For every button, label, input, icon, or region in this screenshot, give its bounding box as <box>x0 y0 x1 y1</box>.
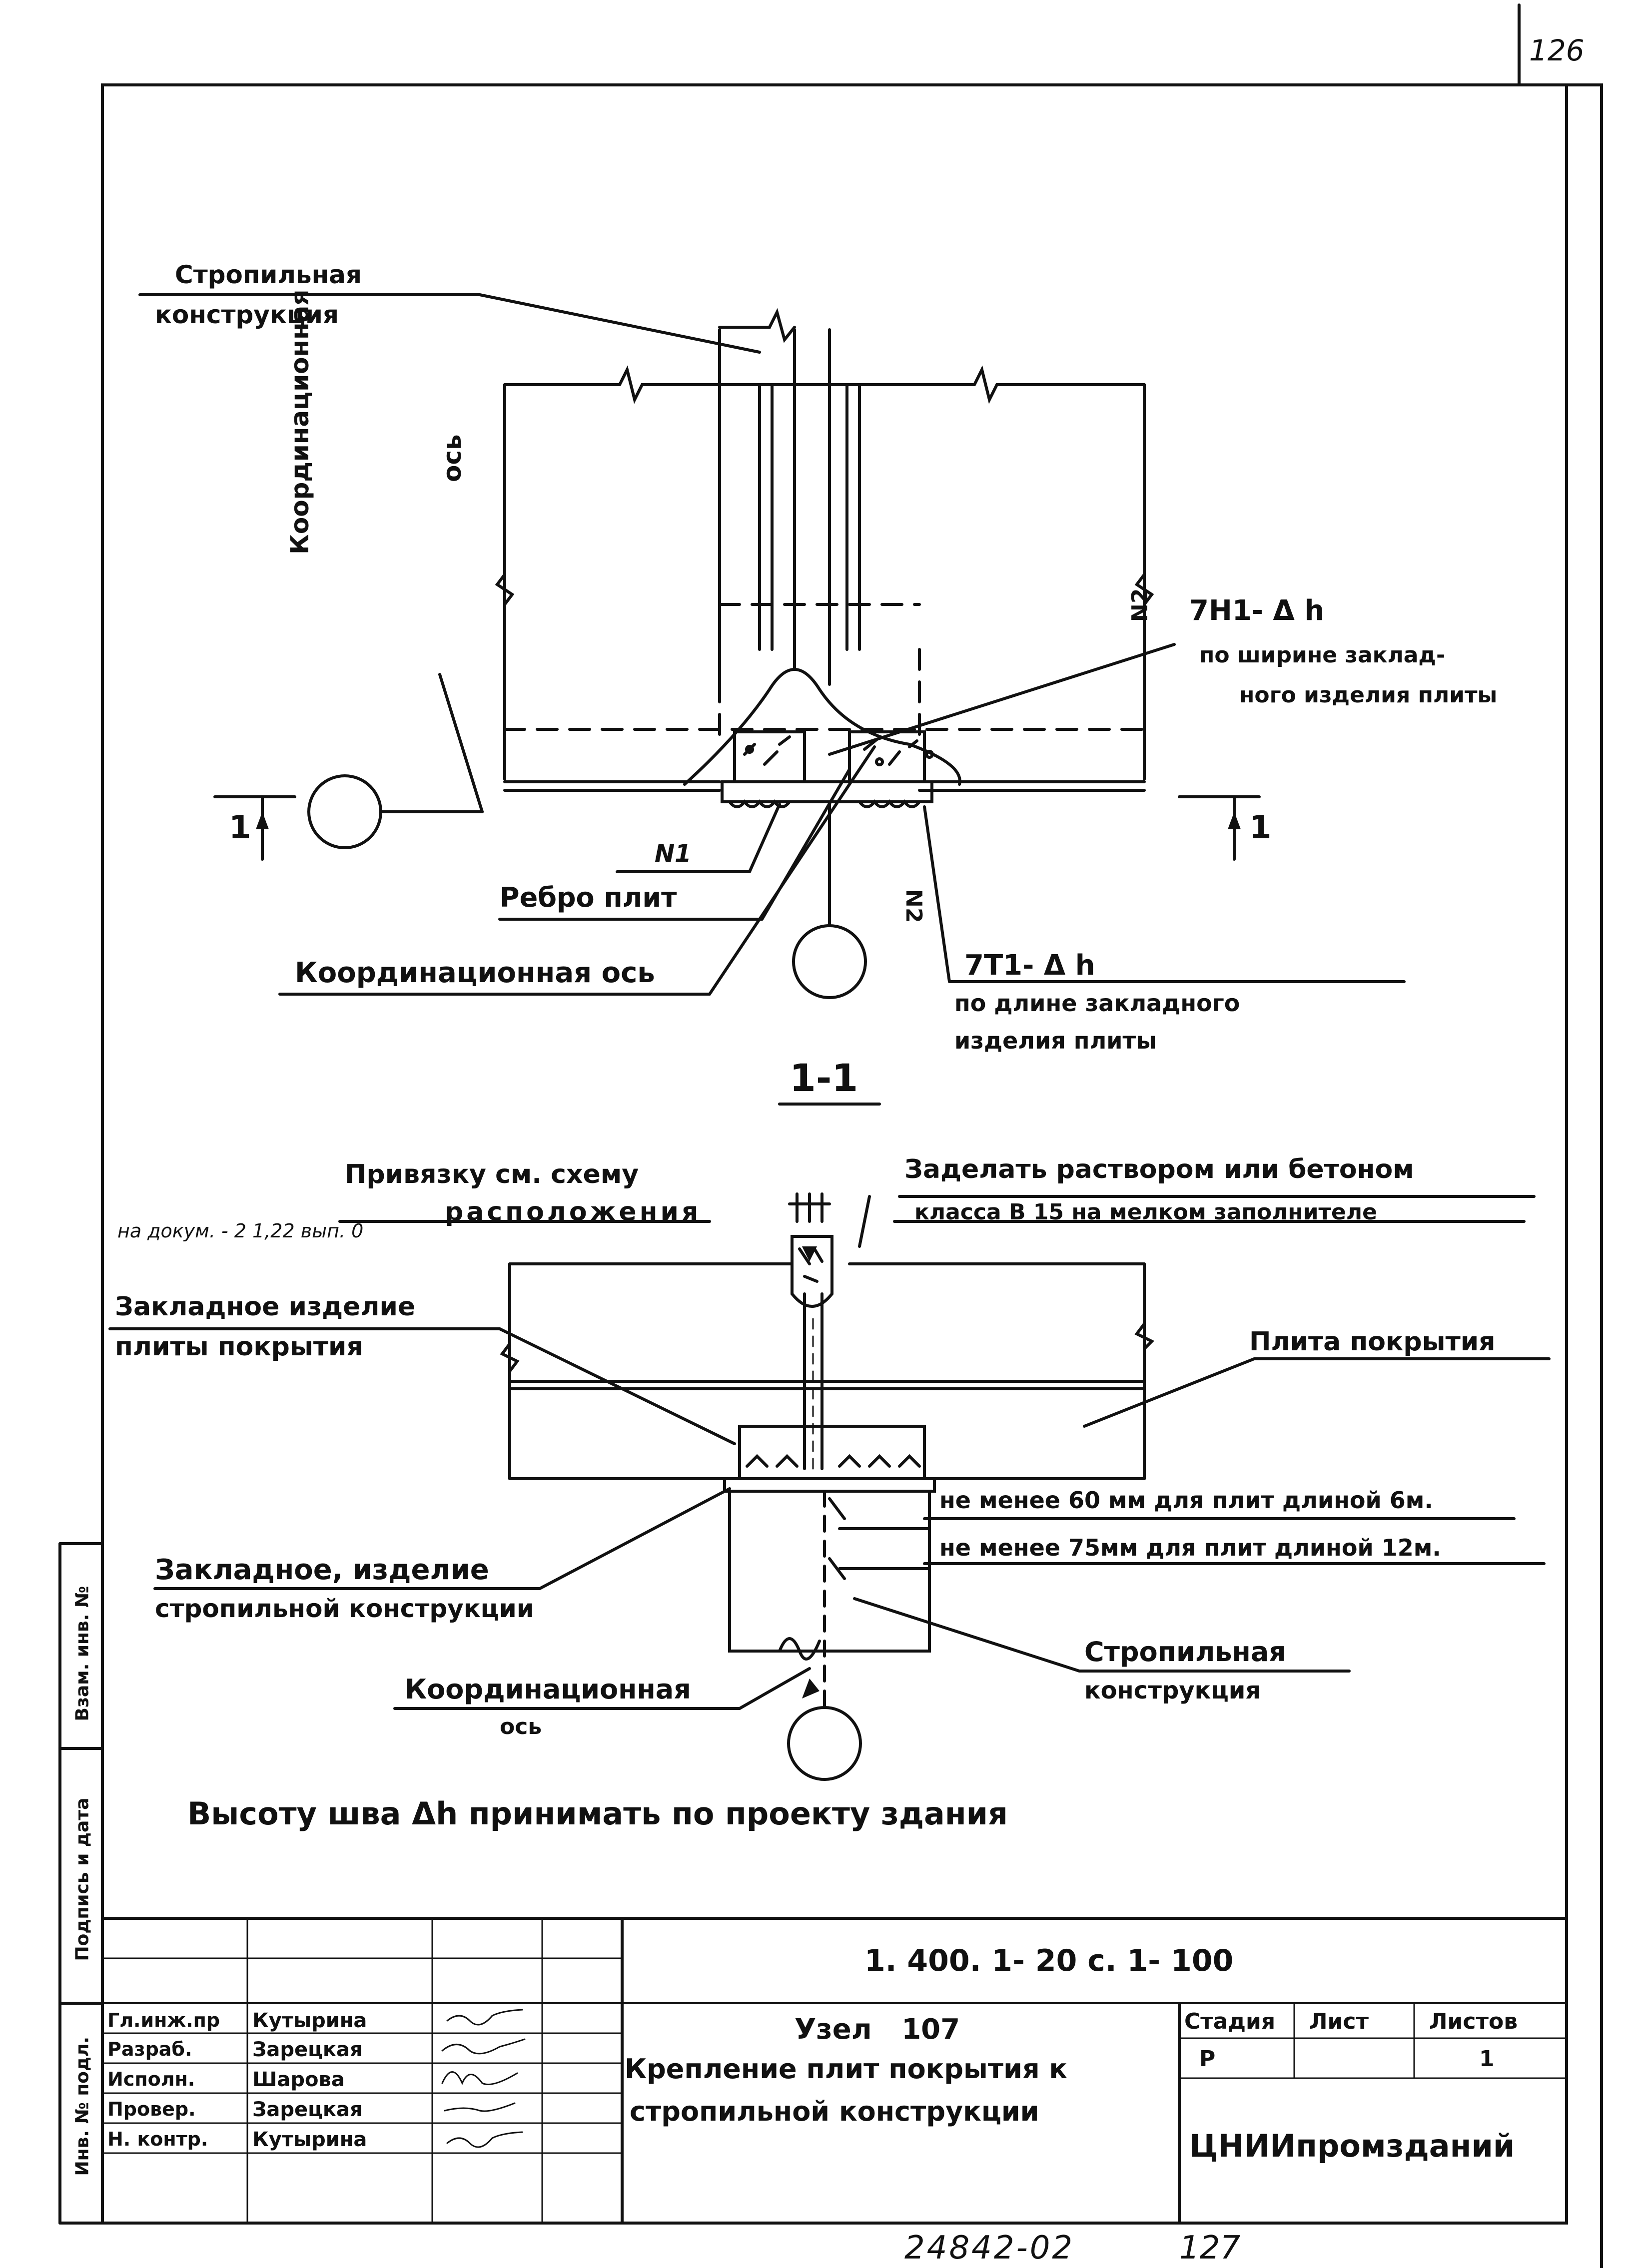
organization-name: ЦНИИпромзданий <box>1189 2128 1515 2164</box>
cut-mark-right: 1 <box>1249 809 1272 846</box>
role-5: Н. контр. <box>107 2128 208 2150</box>
section-title: 1-1 <box>790 1056 858 1100</box>
name-4: Зарецкая <box>252 2098 363 2121</box>
sheet-header: Лист <box>1309 2009 1369 2034</box>
n2-rotated-label: N2 <box>901 889 926 923</box>
min-60mm-note: не менее 60 мм для плит длиной 6м. <box>939 1487 1433 1514</box>
sheets-header: Листов <box>1429 2009 1518 2034</box>
sheet-number: 126 <box>1529 33 1585 67</box>
role-2: Разраб. <box>107 2038 192 2060</box>
side-inv-replaced: Взам. инв. № <box>72 1586 93 1721</box>
weld-bottom-line3: изделия плиты <box>954 1027 1157 1054</box>
rafter-label-upper-line1: Стропильная <box>175 260 362 289</box>
embed-rafter-line2: стропильной конструкции <box>155 1594 534 1623</box>
grout-line1: Заделать раствором или бетоном <box>904 1154 1414 1184</box>
doc-reference: на докум. - 2 1,22 вып. 0 <box>117 1220 364 1242</box>
stage-header: Стадия <box>1184 2009 1276 2034</box>
role-1: Гл.инж.пр <box>107 2009 220 2031</box>
binding-line2: расположения <box>445 1197 702 1227</box>
footer-page: 127 <box>1179 2230 1241 2267</box>
name-2: Зарецкая <box>252 2038 363 2061</box>
grout-line2: класса В 15 на мелком заполнителе <box>914 1199 1377 1225</box>
embed-rafter-line1: Закладное, изделие <box>155 1554 489 1586</box>
weld-bottom-line2: по длине закладного <box>954 990 1240 1017</box>
axis-vertical-line1: Координационная <box>285 289 314 555</box>
weld-top-line3: ного изделия плиты <box>1239 682 1498 708</box>
weld-bottom-line1: 7T1- Δ h <box>964 949 1095 982</box>
binding-line1: Привязку см. схему <box>345 1159 639 1189</box>
node-label: Узел 107 <box>795 2013 960 2046</box>
weld-top-line1: 7H1- Δ h <box>1189 594 1325 627</box>
rafter-label-upper-line2: конструкция <box>155 300 339 329</box>
rafter-label-lower-line2: конструкция <box>1084 1677 1261 1704</box>
name-5: Кутырина <box>252 2128 367 2151</box>
axis-lower-line2: ось <box>500 1714 542 1739</box>
n1-label: N1 <box>655 840 692 868</box>
description-line2: стропильной конструкции <box>630 2096 1039 2127</box>
side-signature-date: Подпись и дата <box>72 1797 93 1961</box>
name-1: Кутырина <box>252 2009 367 2032</box>
doc-designation: 1. 400. 1- 20 с. 1- 100 <box>864 1943 1234 1978</box>
general-note: Высоту шва Δh принимать по проекту здани… <box>187 1795 1008 1832</box>
stage-value: Р <box>1199 2046 1216 2072</box>
footer-code: 24842-02 <box>904 2230 1075 2267</box>
role-4: Провер. <box>107 2098 196 2120</box>
side-inv-orig: Инв. № подл. <box>72 2036 93 2176</box>
embed-slab-line2: плиты покрытия <box>115 1332 363 1362</box>
cut-mark-left: 1 <box>229 809 251 846</box>
description-line1: Крепление плит покрытия к <box>625 2053 1068 2085</box>
name-3: Шарова <box>252 2068 345 2091</box>
axis-bottom-label: Координационная ось <box>295 957 655 989</box>
n2-top-label: N2 <box>1127 588 1153 622</box>
role-3: Исполн. <box>107 2068 195 2090</box>
roof-slab-label: Плита покрытия <box>1249 1327 1496 1357</box>
axis-vertical-line2: ось <box>438 434 467 482</box>
min-75mm-note: не менее 75мм для плит длиной 12м. <box>939 1534 1441 1561</box>
weld-top-line2: по ширине заклад- <box>1199 642 1446 668</box>
axis-lower-line1: Координационная <box>405 1674 691 1705</box>
slab-rib-label: Ребро плит <box>500 882 677 913</box>
sheet-frame <box>101 83 1568 2225</box>
rafter-label-lower-line1: Стропильная <box>1084 1636 1286 1668</box>
sheets-value: 1 <box>1479 2046 1495 2072</box>
embed-slab-line1: Закладное изделие <box>115 1292 416 1322</box>
